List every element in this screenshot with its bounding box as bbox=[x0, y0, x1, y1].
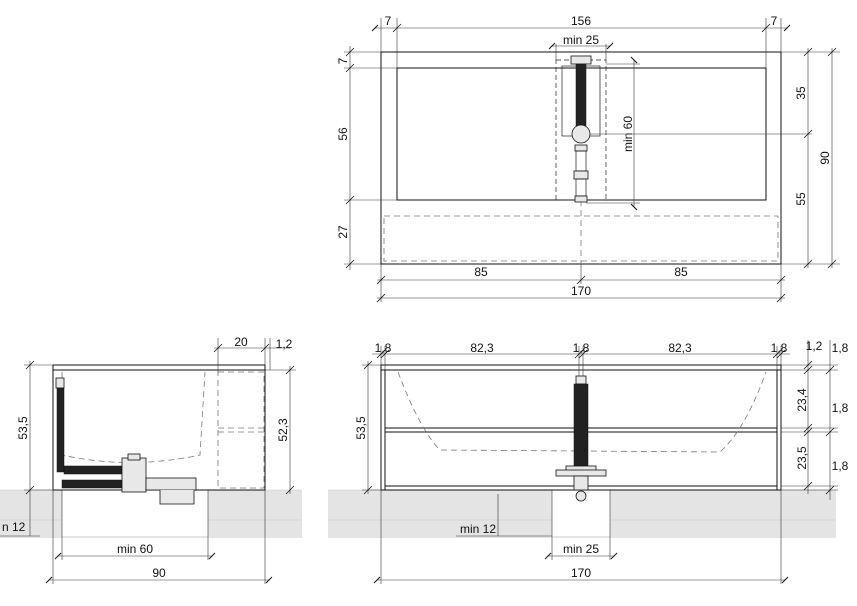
top-half-left-85-label: 85 bbox=[474, 265, 488, 279]
side-min-12-label: n 12 bbox=[2, 520, 26, 534]
front-span-left-label: 82,3 bbox=[470, 341, 494, 355]
front-height-23-5-label: 23,5 bbox=[795, 446, 809, 470]
front-basin-outline bbox=[397, 371, 767, 453]
front-min-25-label: min 25 bbox=[563, 542, 599, 556]
top-view-drain-assembly bbox=[555, 55, 607, 203]
side-view: 20 1,2 53,5 52,3 n 12 min 60 90 bbox=[0, 335, 302, 584]
side-wall-1-2-label: 1,2 bbox=[276, 337, 293, 351]
side-height-52-3-label: 52,3 bbox=[276, 418, 290, 442]
top-view: 156 7 7 min 25 7 56 27 min 60 35 bbox=[336, 14, 840, 303]
side-width-20-label: 20 bbox=[234, 335, 248, 349]
front-mid-1-8-label: 1,8 bbox=[832, 401, 849, 415]
front-wall-right-label: 1,8 bbox=[771, 341, 788, 355]
front-top-1-8-label: 1,8 bbox=[832, 341, 849, 355]
side-drain-assembly bbox=[55, 377, 197, 505]
top-depth-90-label: 90 bbox=[818, 151, 832, 165]
top-depth-55-label: 55 bbox=[794, 192, 808, 206]
side-apron-dashed bbox=[217, 371, 265, 489]
top-edge-right-label: 7 bbox=[771, 14, 778, 28]
top-inner-length-56-label: 56 bbox=[336, 127, 350, 141]
top-min-25-label: min 25 bbox=[563, 33, 599, 47]
front-length-170-label: 170 bbox=[571, 566, 591, 580]
front-wall-left-label: 1,8 bbox=[375, 341, 392, 355]
side-width-90-label: 90 bbox=[152, 566, 166, 580]
front-bottom-1-8-label: 1,8 bbox=[832, 459, 849, 473]
side-basin-outline bbox=[61, 371, 206, 463]
front-top-1-2-label: 1,2 bbox=[806, 339, 823, 353]
top-width-156-label: 156 bbox=[571, 14, 591, 28]
side-height-53-5-label: 53,5 bbox=[16, 416, 30, 440]
top-apron-27-label: 27 bbox=[336, 225, 350, 239]
front-span-right-label: 82,3 bbox=[668, 341, 692, 355]
side-min-60-label: min 60 bbox=[117, 542, 153, 556]
top-half-right-85-label: 85 bbox=[674, 265, 688, 279]
top-length-170-label: 170 bbox=[571, 284, 591, 298]
front-wall-mid-label: 1,8 bbox=[573, 341, 590, 355]
front-height-53-5-label: 53,5 bbox=[354, 416, 368, 440]
front-height-23-4-label: 23,4 bbox=[795, 388, 809, 412]
front-drain-assembly bbox=[555, 375, 607, 502]
top-edge-top-label: 7 bbox=[336, 57, 350, 64]
top-depth-35-label: 35 bbox=[794, 86, 808, 100]
front-min-12-label: min 12 bbox=[460, 522, 496, 536]
front-view: 1,8 82,3 1,8 82,3 1,8 53,5 1,2 1,8 23,4 … bbox=[328, 339, 849, 584]
top-edge-left-label: 7 bbox=[385, 14, 392, 28]
